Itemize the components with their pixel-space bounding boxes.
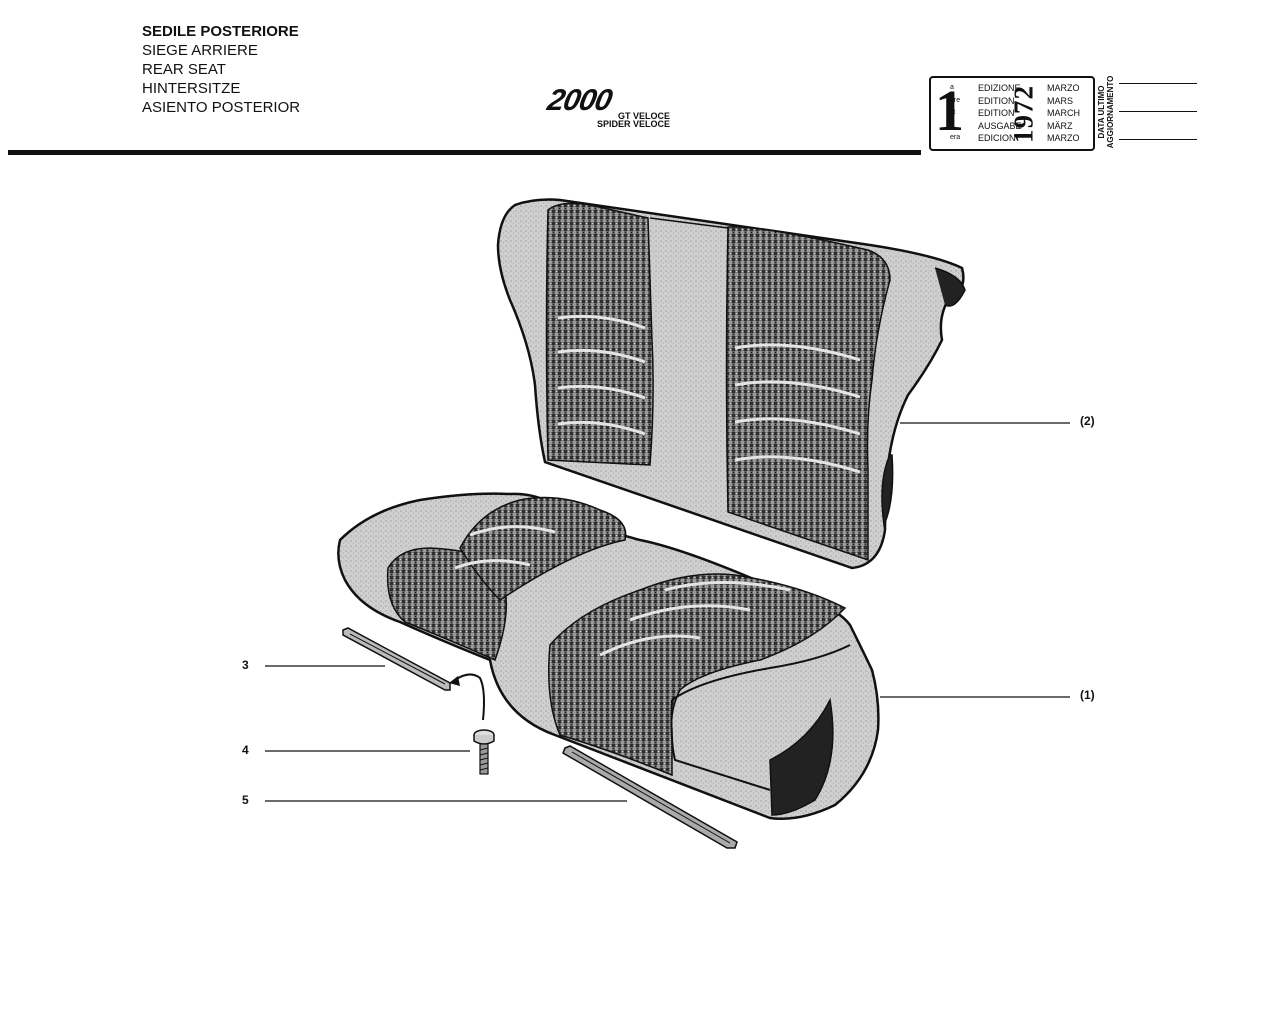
edition-month: MARCH	[1047, 108, 1080, 118]
title-block: SEDILE POSTERIORE SIEGE ARRIERE REAR SEA…	[142, 22, 300, 117]
edition-superscript: era	[950, 134, 961, 141]
callout-cushion: (1)	[1080, 688, 1095, 702]
model-logo-line2: SPIDER VELOCE	[596, 119, 670, 129]
seat-cushion	[337, 492, 880, 820]
title-french: SIEGE ARRIERE	[142, 42, 258, 59]
edition-superscript: st	[950, 109, 956, 116]
callout-part-4: 4	[242, 743, 249, 757]
edition-word: AUSGABE	[978, 120, 1022, 131]
edition-superscript: .	[950, 122, 952, 129]
part-4-screw	[473, 729, 495, 775]
update-entry-line	[1119, 139, 1197, 140]
title-italian: SEDILE POSTERIORE	[142, 23, 299, 40]
edition-month: MÄRZ	[1047, 120, 1073, 131]
edition-month: MARS	[1047, 95, 1074, 106]
edition-superscript: a	[950, 84, 954, 91]
callout-part-5: 5	[242, 793, 249, 807]
callout-backrest: (2)	[1080, 414, 1095, 428]
edition-word: EDICION	[978, 133, 1016, 143]
edition-month: MARZO	[1047, 133, 1080, 143]
edition-word: EDITION	[978, 108, 1015, 118]
update-entry-line	[1119, 111, 1197, 112]
callout-part-3: 3	[242, 658, 249, 672]
title-german: HINTERSITZE	[142, 80, 241, 97]
model-logo-line1: GT VELOCE	[617, 111, 670, 121]
model-logo: 2000 GT VELOCE SPIDER VELOCE	[545, 84, 678, 132]
edition-number: 1	[935, 78, 964, 143]
edition-months: MARZO MARS MARCH MÄRZ MARZO	[1047, 82, 1080, 145]
edition-word: EDITION	[978, 95, 1015, 106]
edition-superscript: ere	[950, 97, 961, 104]
title-english: REAR SEAT	[142, 61, 226, 78]
title-spanish: ASIENTO POSTERIOR	[142, 99, 301, 116]
edition-word: EDIZIONE	[978, 83, 1021, 93]
part-5-trim-strip	[562, 745, 738, 849]
edition-words: EDIZIONE EDITION EDITION AUSGABE EDICION	[978, 82, 1022, 145]
backrest	[496, 198, 966, 570]
update-entry-line	[1119, 83, 1197, 84]
part-3-trim-strip	[342, 627, 485, 721]
header-divider	[8, 150, 921, 155]
edition-month: MARZO	[1047, 83, 1080, 93]
edition-box: 1 a ere st . era EDIZIONE EDITION EDITIO…	[929, 76, 1095, 151]
